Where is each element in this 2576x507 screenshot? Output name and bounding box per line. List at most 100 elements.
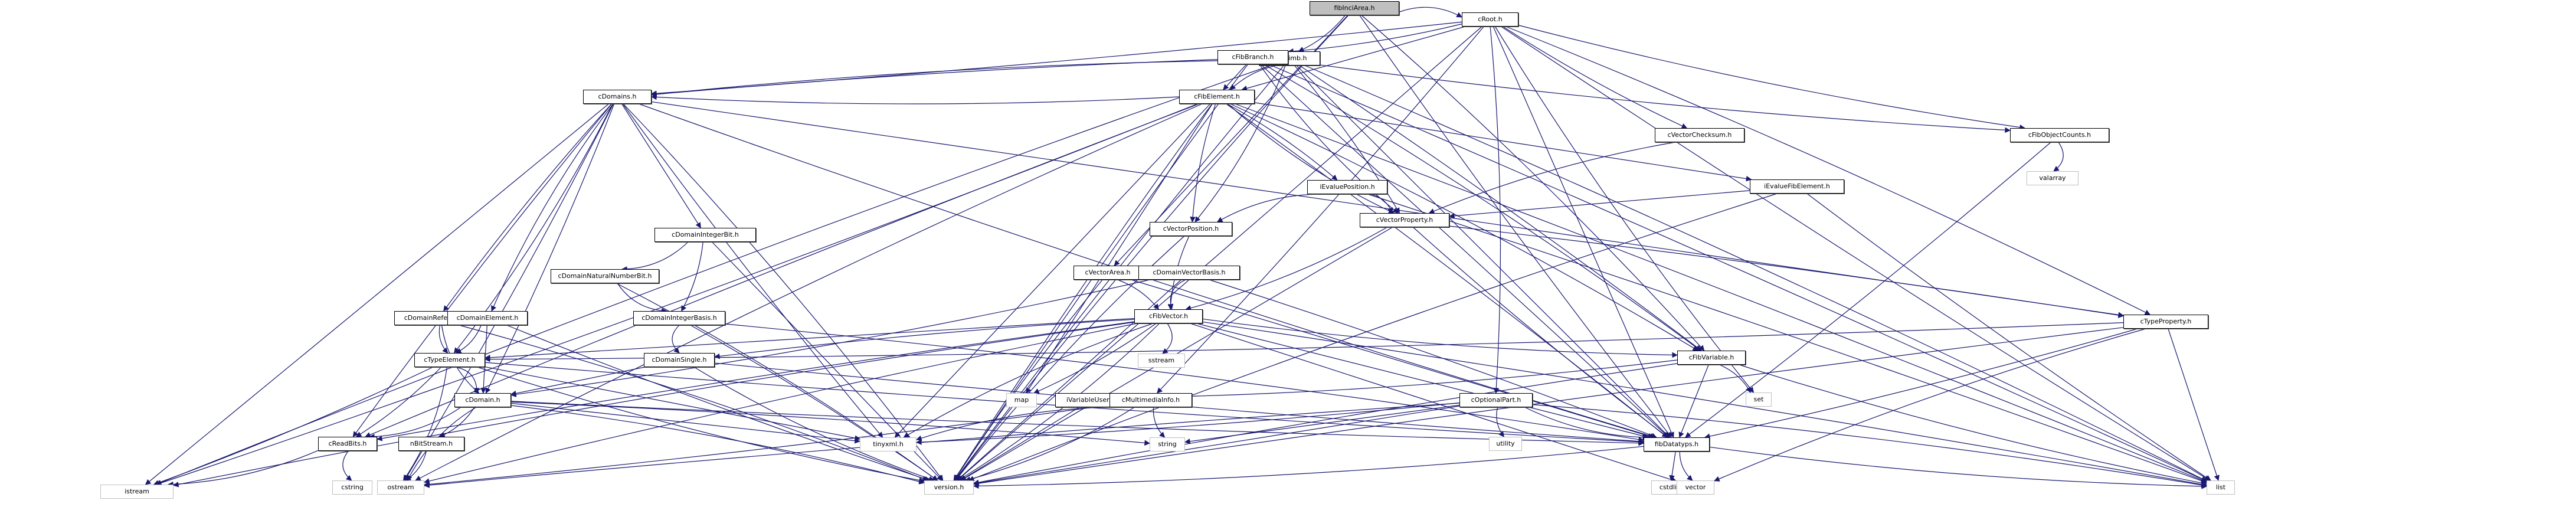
graph-node-fibDatatyps[interactable]: fibDatatyps.h (1644, 437, 1710, 452)
edge-cFibBranch-to-cVectorProperty (1259, 64, 1399, 214)
graph-node-iEvaluePosition[interactable]: iEvaluePosition.h (1307, 180, 1387, 194)
graph-node-cDomainIntegerBit[interactable]: cDomainIntegerBit.h (654, 228, 756, 242)
edge-cFibElement-to-iEvaluePosition (1227, 103, 1338, 181)
edge-cRoot-to-cVectorChecksum (1503, 26, 1688, 129)
edge-cOptionalPart-to-utility (1496, 407, 1504, 437)
edge-cDomain-to-cReadBits (369, 407, 461, 440)
edge-cFibVector-to-vector (1190, 323, 1677, 483)
edge-cFibVector-to-ostream (424, 323, 1137, 484)
edge-cRoot-to-set (1494, 26, 1755, 393)
graph-node-cDomainElement[interactable]: cDomainElement.h (447, 311, 528, 325)
edge-cFibLimb-to-fibDatatyps (1296, 65, 1670, 438)
edge-cRoot-to-list (1501, 26, 2211, 481)
edge-cFibVector-to-list (1202, 321, 2207, 488)
edge-cFibVector-to-cFibVariable (1202, 318, 1678, 358)
edge-cDomains-to-ostream (404, 103, 614, 481)
graph-node-root[interactable]: fibInciArea.h (1310, 1, 1399, 15)
graph-node-cRoot[interactable]: cRoot.h (1462, 12, 1518, 27)
edge-cFibLimb-to-cFibElement (1230, 65, 1276, 90)
graph-node-utility: utility (1489, 437, 1522, 451)
edge-cFibVariable-to-set (1719, 364, 1752, 393)
edge-cOptionalPart-to-fibDatatyps (1524, 407, 1648, 440)
graph-node-cDomainNaturalNumberBit[interactable]: cDomainNaturalNumberBit.h (551, 269, 659, 283)
graph-node-cDomains[interactable]: cDomains.h (583, 90, 652, 104)
edge-iEvaluePosition-to-cVectorPosition (1216, 194, 1321, 223)
edge-cDomainVectorBasis-to-cDomain (510, 279, 1150, 397)
edge-cFibBranch-to-cDomains (651, 59, 1218, 97)
edge-root-to-fibDatatyps (1359, 15, 1672, 438)
edge-cFibVector-to-cTypeElement (485, 318, 1135, 361)
edge-cFibVector-to-cReadBits (377, 321, 1135, 441)
edge-cOptionalPart-to-ostream (424, 403, 1460, 488)
edge-cTypeProperty-to-version (973, 327, 2124, 486)
edge-cFibElement-to-ostream (415, 103, 1203, 481)
edge-cDomainElement-to-cTypeElement (455, 325, 482, 354)
edge-cDomain-to-tinyxml (510, 403, 860, 444)
edge-cFibElement-to-version (953, 103, 1213, 481)
edge-cVectorArea-to-version (954, 279, 1103, 481)
edge-cDomain-to-version (510, 405, 925, 485)
edge-iEvalueFibElement-to-cVectorProperty (1449, 190, 1750, 219)
graph-node-cDomainIntegerBasis[interactable]: cDomainIntegerBasis.h (633, 311, 725, 325)
edge-cFibElement-to-cFibVariable (1230, 103, 1699, 351)
graph-node-cVectorProperty[interactable]: cVectorProperty.h (1360, 213, 1449, 227)
edge-cFibLimb-to-list (1304, 65, 2207, 482)
edge-nBitStream-to-ostream (405, 450, 427, 481)
edge-cFibBranch-to-cFibVariable (1264, 64, 1701, 351)
edge-cFibVector-to-map (1033, 323, 1157, 394)
edge-cDomainIntegerBit-to-cDomainNaturalNumberBit (621, 241, 689, 272)
graph-node-cstring: cstring (332, 480, 372, 495)
edge-cRoot-to-cTypeProperty (1505, 26, 2151, 315)
edge-fibDatatyps-to-list (1709, 446, 2207, 489)
graph-node-string: string (1150, 437, 1185, 452)
edge-cTypeElement-to-tinyxml (485, 366, 860, 441)
graph-node-cReadBits[interactable]: cReadBits.h (318, 437, 377, 451)
graph-node-cVectorChecksum[interactable]: cVectorChecksum.h (1655, 128, 1744, 142)
graph-node-cVectorArea[interactable]: cVectorArea.h (1073, 266, 1142, 280)
graph-node-cTypeElement[interactable]: cTypeElement.h (414, 353, 485, 367)
edge-cFibVector-to-istream (173, 322, 1135, 488)
edge-cFibVariable-to-version (973, 363, 1678, 485)
edge-cTypeProperty-to-list (2168, 328, 2220, 481)
edge-cFibVariable-to-iVariableUser (1125, 359, 1678, 401)
edge-root-to-cFibLimb (1298, 15, 1346, 52)
edge-cVectorArea-to-cFibVector (1117, 279, 1159, 310)
edge-cReadBits-to-istream (167, 450, 319, 488)
graph-node-cFibVariable[interactable]: cFibVariable.h (1677, 351, 1746, 365)
graph-node-cOptionalPart[interactable]: cOptionalPart.h (1459, 393, 1533, 407)
graph-node-cMultimediaInfo[interactable]: cMultimediaInfo.h (1109, 393, 1192, 407)
edge-cDomainVectorBasis-to-version (956, 279, 1181, 481)
graph-node-cVectorPosition[interactable]: cVectorPosition.h (1150, 222, 1232, 236)
edge-iEvalueFibElement-to-list (1806, 193, 2211, 481)
edge-cTypeProperty-to-cTypeElement (485, 322, 2124, 362)
edge-cFibBranch-to-cFibObjectCounts (1288, 60, 2011, 133)
edge-cDomains-to-cDomainIntegerBit (621, 103, 701, 228)
edge-cMultimediaInfo-to-version (964, 407, 1135, 482)
graph-node-iEvalueFibElement[interactable]: iEvalueFibElement.h (1750, 179, 1844, 194)
graph-node-list: list (2207, 480, 2235, 495)
graph-node-ostream: ostream (377, 480, 424, 495)
edge-cDomains-to-tinyxml (622, 103, 883, 438)
graph-node-cDomainSingle[interactable]: cDomainSingle.h (644, 353, 715, 367)
graph-node-iVariableUser[interactable]: iVariableUser.h (1055, 393, 1126, 407)
edge-cFibVariable-to-fibDatatyps (1678, 364, 1709, 438)
graph-node-cFibBranch[interactable]: cFibBranch.h (1217, 50, 1288, 64)
graph-node-cFibElement[interactable]: cFibElement.h (1179, 90, 1255, 104)
graph-node-cFibVector[interactable]: cFibVector.h (1134, 309, 1203, 323)
edge-cFibVector-to-fibDatatyps (1196, 323, 1649, 439)
graph-node-cDomain[interactable]: cDomain.h (454, 393, 511, 407)
edge-cFibElement-to-cVectorPosition (1190, 103, 1216, 223)
graph-node-cFibObjectCounts[interactable]: cFibObjectCounts.h (2010, 128, 2109, 142)
edge-cFibElement-to-tinyxml (894, 103, 1211, 438)
edge-cFibBranch-to-list (1268, 64, 2207, 482)
edge-cDomainVectorBasis-to-cFibVector (1167, 279, 1186, 310)
graph-node-nBitStream[interactable]: nBitStream.h (398, 437, 464, 451)
edge-cVectorChecksum-to-cVectorProperty (1428, 142, 1675, 214)
graph-node-cDomainVectorBasis[interactable]: cDomainVectorBasis.h (1138, 266, 1240, 280)
graph-node-cTypeProperty[interactable]: cTypeProperty.h (2123, 315, 2208, 329)
edge-cFibBranch-to-fibDatatyps (1260, 64, 1670, 438)
edge-cFibElement-to-list (1235, 103, 2207, 483)
edge-cDomains-to-cDomainElement (491, 103, 614, 312)
edge-cDomainIntegerBit-to-cDomainIntegerBasis (681, 241, 703, 312)
